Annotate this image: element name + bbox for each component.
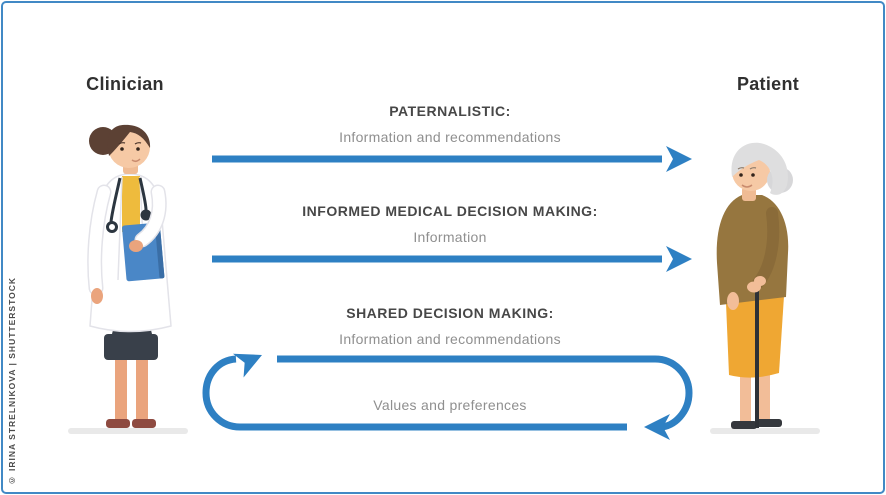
model-paternalistic-title: PATERNALISTIC:: [389, 103, 511, 119]
arrow-right-icon: [666, 146, 692, 172]
patient-illustration: [710, 142, 820, 434]
model-paternalistic-forward-label: Information and recommendations: [339, 129, 561, 145]
arrow-right-icon: [666, 246, 692, 272]
arrow-left-icon: [644, 414, 670, 440]
paternalistic-forward-arrow: [212, 146, 692, 172]
patient-label: Patient: [736, 74, 800, 94]
model-informed-forward-label: Information: [413, 229, 487, 245]
clinician-illustration: [68, 124, 188, 434]
watermark-credit: © IRINA STRELNIKOVA | SHUTTERSTOCK: [7, 276, 17, 485]
informed-forward-arrow: [212, 246, 692, 272]
clinician-label: Clinician: [86, 74, 164, 94]
model-informed-title: INFORMED MEDICAL DECISION MAKING:: [302, 203, 598, 219]
patient-shadow: [710, 428, 820, 434]
shared-loop-arrow: [202, 353, 693, 440]
model-shared-forward-label: Information and recommendations: [339, 331, 561, 347]
arrow-right-icon: [232, 353, 262, 378]
model-shared-return-label: Values and preferences: [373, 397, 527, 413]
clinician-shadow: [68, 428, 188, 434]
model-shared-title: SHARED DECISION MAKING:: [346, 305, 554, 321]
